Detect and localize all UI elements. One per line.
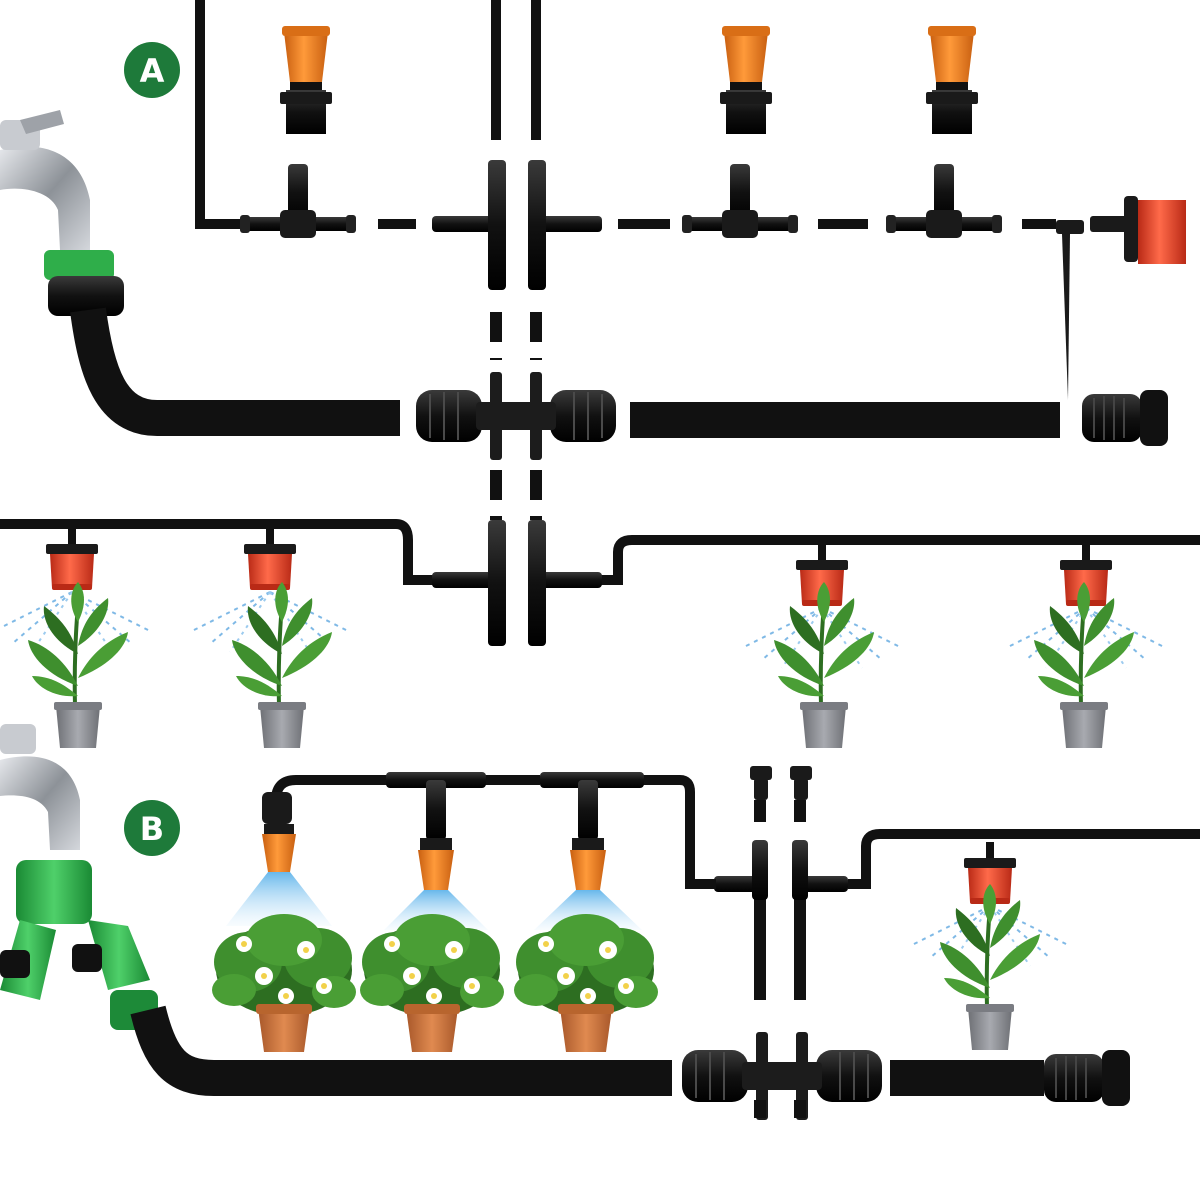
spray-cone xyxy=(226,872,332,926)
adjustable-sprinkler-icon xyxy=(720,26,772,134)
tee-connector-icon xyxy=(386,772,486,840)
tee-connector-icon xyxy=(886,164,1002,238)
end-plug-pair xyxy=(750,766,812,800)
adjustable-sprinkler-icon xyxy=(280,26,332,134)
tee-connector-icon xyxy=(682,164,798,238)
dripper-icon xyxy=(1090,196,1186,264)
dripper-row-a xyxy=(0,519,1200,750)
badge-b-circle xyxy=(124,800,180,856)
cross-tee-lower-left xyxy=(432,520,506,646)
y-splitter-icon xyxy=(0,860,158,1030)
faucet-icon xyxy=(0,110,124,316)
badge-a-label: A xyxy=(140,52,165,90)
badge-a-circle xyxy=(124,42,180,98)
cross-tee-right xyxy=(528,160,602,290)
system-a: A xyxy=(0,0,1200,750)
main-coupling-a xyxy=(415,371,617,461)
adjustable-sprinkler-icon xyxy=(570,838,606,890)
potted-plant-icon xyxy=(1032,580,1136,750)
sprinkler-line-b xyxy=(212,772,1200,1052)
dripper-icon xyxy=(244,528,296,590)
cross-tee-left xyxy=(432,160,506,290)
spray-cone xyxy=(534,890,642,930)
badge-b-label: B xyxy=(140,810,164,848)
cross-tee-lower-right xyxy=(528,520,602,646)
cross-tee-b-left xyxy=(714,840,768,900)
badge-a: A xyxy=(124,42,180,98)
potted-plant-icon xyxy=(772,580,876,750)
main-coupling-b xyxy=(681,1031,883,1121)
end-cap-b xyxy=(1043,1049,1131,1107)
adjustable-sprinkler-icon xyxy=(262,824,296,872)
stake-icon xyxy=(1056,220,1084,400)
tee-connector-icon xyxy=(240,164,356,238)
flowering-plant-icon xyxy=(212,914,356,1052)
main-tube-a xyxy=(70,307,1060,438)
potted-plant-icon xyxy=(230,580,334,750)
faucet-icon xyxy=(0,724,80,850)
cross-tee-b-right xyxy=(792,840,848,900)
dripper-icon xyxy=(46,528,98,590)
potted-plant-icon xyxy=(26,580,130,750)
system-b: B xyxy=(0,724,1200,1121)
tee-connector-icon xyxy=(540,772,644,840)
adjustable-sprinkler-icon xyxy=(926,26,978,134)
top-line-a xyxy=(195,0,1186,520)
adjustable-sprinkler-icon xyxy=(418,838,454,890)
main-tube-b xyxy=(130,1005,1044,1096)
badge-b: B xyxy=(124,800,180,856)
flowering-plant-icon xyxy=(360,914,504,1052)
potted-plant-icon xyxy=(938,882,1042,1052)
end-cap-a xyxy=(1081,389,1169,447)
flowering-plant-icon xyxy=(514,914,658,1052)
